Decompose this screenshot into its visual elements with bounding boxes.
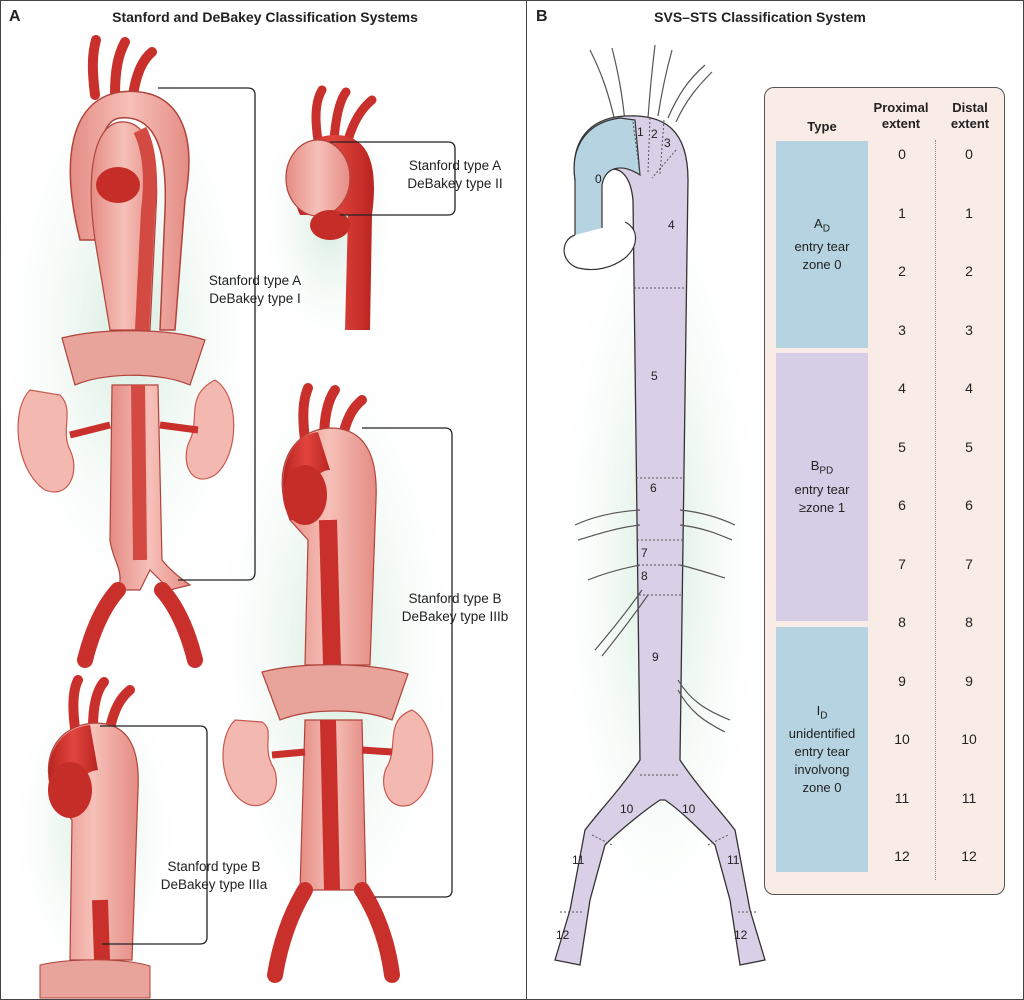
type-name: AD bbox=[814, 215, 830, 235]
proximal-extent-value: 1 bbox=[898, 204, 906, 221]
proximal-extent-value: 0 bbox=[898, 146, 906, 162]
panel-b-letter: B bbox=[536, 8, 548, 25]
zone-label: 8 bbox=[641, 569, 648, 583]
column-header-type: Type bbox=[807, 119, 837, 134]
distal-extent-value: 9 bbox=[965, 672, 973, 689]
proximal-extent-value: 10 bbox=[894, 731, 910, 747]
zone-label: 1 bbox=[637, 125, 644, 139]
distal-extent-value: 5 bbox=[965, 438, 973, 455]
label-brackets bbox=[100, 87, 456, 945]
panel-b-title: SVS–STS Classification System bbox=[654, 9, 866, 25]
distal-extent-value: 11 bbox=[961, 789, 977, 806]
zone-label: 10 bbox=[682, 802, 696, 816]
zone-label: 9 bbox=[652, 650, 659, 664]
proximal-extent-value: 12 bbox=[894, 848, 910, 864]
distal-extent-value: 0 bbox=[965, 146, 973, 162]
zone-label: 0 bbox=[595, 172, 602, 186]
zone-label: 10 bbox=[620, 802, 634, 816]
proximal-extent-value: 7 bbox=[898, 555, 906, 572]
distal-extent-value: 12 bbox=[961, 848, 977, 864]
distal-extent-value: 10 bbox=[961, 731, 977, 747]
type-name: ID bbox=[816, 702, 828, 722]
type-block-ad: AD entry tear zone 0 bbox=[776, 141, 868, 348]
proximal-extent-value: 9 bbox=[898, 672, 906, 689]
zone-label: 11 bbox=[572, 853, 585, 867]
zone-label: 4 bbox=[668, 218, 675, 232]
distal-extent-value: 3 bbox=[965, 321, 973, 338]
panel-a-title: Stanford and DeBakey Classification Syst… bbox=[112, 9, 418, 25]
type-block-id: ID unidentified entry tear involvong zon… bbox=[776, 627, 868, 872]
zone-label: 6 bbox=[650, 481, 657, 495]
panel-a-letter: A bbox=[9, 8, 21, 25]
zone-label: 12 bbox=[556, 928, 570, 942]
proximal-extent-value: 8 bbox=[898, 614, 906, 630]
distal-extent-value: 2 bbox=[965, 263, 973, 279]
proximal-extent-value: 5 bbox=[898, 438, 906, 455]
distal-extent-value: 7 bbox=[965, 555, 973, 572]
distal-extent-value: 6 bbox=[965, 497, 973, 513]
proximal-extent-value: 2 bbox=[898, 263, 906, 279]
type-name: BPD bbox=[810, 458, 834, 477]
panel-divider bbox=[526, 0, 527, 1000]
column-divider bbox=[935, 140, 936, 880]
aorta-illustration-type-a-debakey-i bbox=[0, 30, 270, 668]
distal-extent-value: 1 bbox=[965, 204, 973, 221]
zone-label: 7 bbox=[641, 546, 648, 560]
zone-label: 12 bbox=[734, 928, 748, 942]
zone-label: 5 bbox=[651, 369, 658, 383]
zone-label: 11 bbox=[727, 853, 740, 867]
svs-sts-zone-diagram bbox=[550, 44, 770, 980]
proximal-extent-value: 3 bbox=[898, 321, 906, 338]
type-block-bpd: BPD entry tear ≥zone 1 bbox=[776, 353, 868, 621]
proximal-extent-value: 4 bbox=[898, 380, 906, 396]
aorta-illustration-type-b-debakey-iiib bbox=[205, 320, 465, 983]
aorta-illustration-type-a-debakey-ii bbox=[255, 80, 405, 360]
proximal-extent-value: 11 bbox=[894, 789, 910, 806]
zone-label: 3 bbox=[664, 136, 671, 150]
distal-extent-value: 4 bbox=[965, 380, 973, 396]
aorta-illustration-type-b-debakey-iiia bbox=[5, 660, 185, 1000]
proximal-extent-value: 6 bbox=[898, 497, 906, 513]
distal-extent-value: 8 bbox=[965, 614, 973, 630]
zone-label: 2 bbox=[651, 127, 658, 141]
